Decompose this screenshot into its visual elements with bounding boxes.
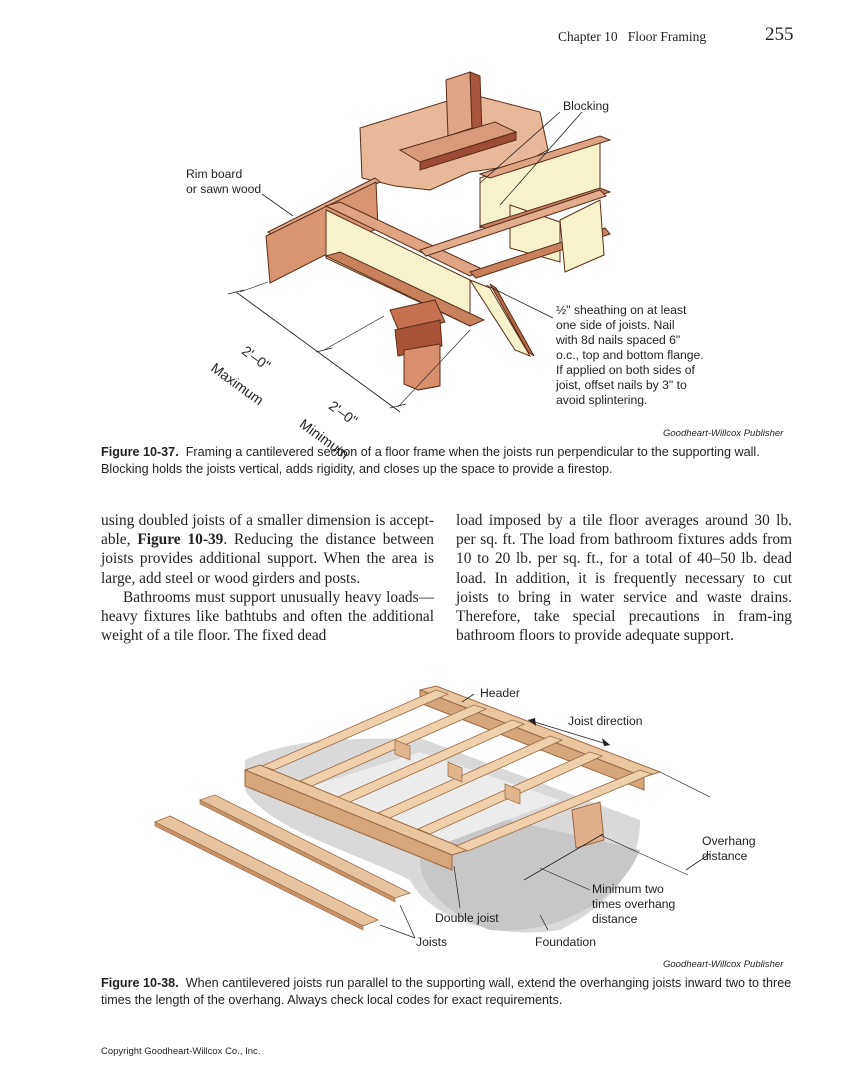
label-foundation: Foundation <box>535 935 596 949</box>
label-sheathing-note: ½" sheathing on at least one side of joi… <box>556 303 704 407</box>
body-left-p1-pre: using doubled joists of a smaller dimens… <box>101 512 434 549</box>
figure-37-illustration <box>227 71 612 413</box>
figure-37-credit: Goodheart-Willcox Publisher <box>663 428 784 439</box>
section-label: Floor Framing <box>627 29 707 44</box>
body-column-left: using doubled joists of a smaller dimens… <box>101 511 434 645</box>
figure-38-credit: Goodheart-Willcox Publisher <box>663 959 784 970</box>
label-header: Header <box>480 686 520 700</box>
page-number: 255 <box>765 24 794 45</box>
running-header-chapter: Chapter 10 Floor Framing <box>558 29 706 45</box>
body-left-figure-ref: Figure 10-39 <box>137 531 224 549</box>
figure-37-caption: Figure 10-37. Framing a cantilevered sec… <box>101 444 794 477</box>
label-minimum-two-times: Minimum two times overhang distance <box>592 882 676 926</box>
chapter-label: Chapter 10 <box>558 29 618 44</box>
figure-38-caption: Figure 10-38. When cantilevered joists r… <box>101 975 794 1008</box>
body-left-paragraph-2: Bathrooms must support unusually heavy l… <box>101 588 434 645</box>
label-joists: Joists <box>416 935 448 949</box>
body-column-right: load imposed by a tile floor averages ar… <box>456 511 792 645</box>
figure-38-illustration <box>154 685 710 939</box>
label-blocking: Blocking <box>563 99 610 113</box>
figure-37-caption-label: Figure 10-37. <box>101 445 179 459</box>
body-left-p1-post: . Reducing the distance between joists p… <box>101 531 434 587</box>
label-joist-direction: Joist direction <box>568 714 643 728</box>
figure-38-caption-label: Figure 10-38. <box>101 976 179 990</box>
copyright-footer: Copyright Goodheart-Willcox Co., Inc. <box>101 1046 261 1057</box>
label-double-joist: Double joist <box>435 911 499 925</box>
figure-38-caption-text: When cantilevered joists run parallel to… <box>101 976 792 1007</box>
figure-37-caption-text: Framing a cantilevered section of a floo… <box>101 445 760 476</box>
label-rim-board: Rim board or sawn wood <box>186 167 262 196</box>
body-right-paragraph-1: load imposed by a tile floor averages ar… <box>456 512 792 645</box>
body-left-paragraph-1: using doubled joists of a smaller dimens… <box>101 511 434 588</box>
label-overhang-distance: Overhang distance <box>702 834 756 863</box>
